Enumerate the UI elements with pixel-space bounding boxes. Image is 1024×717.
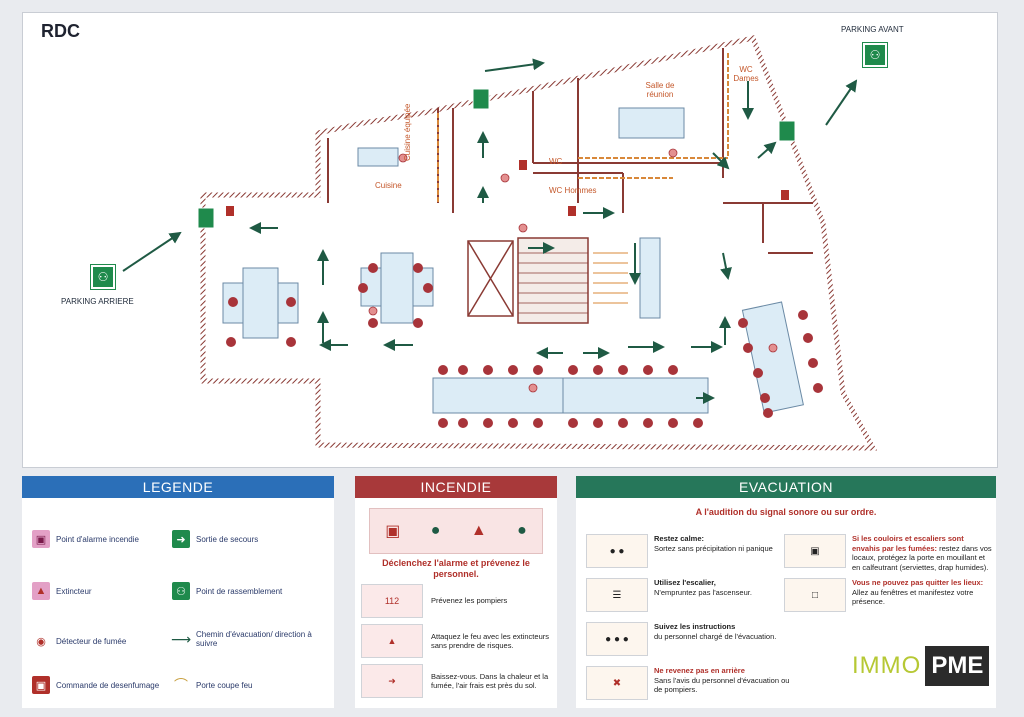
smoke-detector-icon: ◉ bbox=[36, 635, 46, 648]
stairwell bbox=[467, 237, 589, 324]
person-icon: ● bbox=[517, 522, 527, 539]
legend-item-assembly: ⚇ Point de rassemblement bbox=[172, 582, 282, 600]
parking-rear-label: PARKING ARRIERE bbox=[61, 297, 134, 306]
evacuation-title: A l'audition du signal sonore ou sur ord… bbox=[695, 507, 877, 517]
assembly-point-icon: ⚇ bbox=[172, 582, 190, 600]
smoke-detectors bbox=[368, 148, 778, 393]
fire-title: Déclenchez l'alarme et prévenez le perso… bbox=[382, 558, 530, 579]
extinguisher-action-icon: ▲ bbox=[361, 624, 423, 658]
company-logo: IMMO PME bbox=[852, 646, 990, 686]
evac-step: ▣ Si les couloirs et escaliers sont enva… bbox=[784, 534, 992, 572]
legend-item-exit: ➜ Sortie de secours bbox=[172, 530, 258, 548]
phone-icon: 112 bbox=[361, 584, 423, 618]
floor-plan-drawing bbox=[122, 35, 878, 451]
evacuation-arrow-icon: ⟶ bbox=[170, 630, 192, 647]
evac-step: ● ● Restez calme:Sortez sans précipitati… bbox=[586, 534, 794, 568]
legend-label: Commande de desenfumage bbox=[56, 680, 160, 690]
emergency-exit-icon: ➜ bbox=[172, 530, 190, 548]
legend-header: LEGENDE bbox=[22, 476, 334, 498]
legend-label: Point d'alarme incendie bbox=[56, 534, 139, 544]
fire-step: ➜ Baissez-vous. Dans la chaleur et la fu… bbox=[361, 664, 551, 698]
fire-step: 112 Prévenez les pompiers bbox=[361, 584, 551, 618]
fire-icon: ▲ bbox=[470, 522, 487, 539]
legend-item-smoke-detector: ◉ Détecteur de fumée bbox=[32, 632, 126, 650]
assembly-point-icon: ⚇ bbox=[862, 42, 888, 68]
stairs-icon: ☰ bbox=[586, 578, 648, 612]
crouch-exit-icon: ➜ bbox=[361, 664, 423, 698]
fire-step-text: Baissez-vous. Dans la chaleur et la fumé… bbox=[431, 671, 549, 691]
fire-alarm-illustration: ▣ ● ▲ ● bbox=[369, 508, 543, 554]
room-equipped-kitchen-label: Cuisine équipée bbox=[403, 103, 412, 161]
extinguishers bbox=[226, 160, 789, 216]
legend-item-fire-alarm: ▣ Point d'alarme incendie bbox=[32, 530, 139, 548]
logo-immo: IMMO bbox=[852, 652, 922, 679]
evacuation-arrows bbox=[122, 58, 858, 404]
legend-label: Chemin d'évacuation/ direction à suivre bbox=[196, 630, 312, 648]
fire-header: INCENDIE bbox=[355, 476, 557, 498]
fire-door-icon: ⌒ bbox=[174, 677, 188, 693]
legend-panel: LEGENDE ▣ Point d'alarme incendie ➜ Sort… bbox=[22, 476, 334, 708]
fire-alarm-point-icon: ▣ bbox=[32, 530, 50, 548]
fire-step-text: Attaquez le feu avec les extincteurs san… bbox=[431, 631, 549, 651]
evac-step: □ Vous ne pouvez pas quitter les lieux:A… bbox=[784, 578, 992, 612]
legend-label: Porte coupe feu bbox=[196, 680, 253, 690]
floor-plan: RDC PARKING AVANT ⚇ PARKING ARRIERE ⚇ Sa… bbox=[22, 12, 998, 468]
legend-label: Détecteur de fumée bbox=[56, 636, 127, 646]
floor-label: RDC bbox=[41, 21, 80, 41]
fire-step-text: Prévenez les pompiers bbox=[431, 596, 508, 606]
room-wc-hommes-label: WC Hommes bbox=[549, 186, 597, 195]
room-kitchen-label: Cuisine bbox=[375, 181, 402, 190]
legend-label: Point de rassemblement bbox=[196, 586, 283, 596]
room-meeting-label: Salle de réunion bbox=[645, 81, 675, 99]
fire-step: ▲ Attaquez le feu avec les extincteurs s… bbox=[361, 624, 551, 658]
evacuation-header: EVACUATION bbox=[576, 476, 996, 498]
chairs bbox=[226, 263, 823, 428]
smoke-control-icon: ▣ bbox=[32, 676, 50, 694]
room-wc-label: WC bbox=[549, 157, 563, 166]
tables bbox=[222, 107, 804, 414]
legend-item-fire-door: ⌒ Porte coupe feu bbox=[172, 676, 252, 694]
legend-item-evacuation-path: ⟶ Chemin d'évacuation/ direction à suivr… bbox=[170, 630, 322, 648]
parking-front-label: PARKING AVANT bbox=[841, 25, 904, 34]
room-wc-dames-label: WC Dames bbox=[733, 65, 759, 83]
person-icon: ● bbox=[430, 522, 441, 539]
fire-panel: INCENDIE ▣ ● ▲ ● Déclenchez l'alarme et … bbox=[355, 476, 557, 708]
legend-item-smoke-control: ▣ Commande de desenfumage bbox=[32, 676, 159, 694]
emergency-exit-signs bbox=[197, 88, 796, 229]
follow-staff-icon: ● ● ● bbox=[586, 622, 648, 656]
legend-label: Sortie de secours bbox=[196, 534, 259, 544]
smoke-room-icon: ▣ bbox=[784, 534, 846, 568]
legend-label: Extincteur bbox=[56, 586, 92, 596]
legend-item-extinguisher: ▲ Extincteur bbox=[32, 582, 92, 600]
outer-walls bbox=[200, 35, 878, 451]
no-return-icon: ✖ bbox=[586, 666, 648, 700]
evacuation-panel: EVACUATION A l'audition du signal sonore… bbox=[576, 476, 996, 708]
alarm-button-icon: ▣ bbox=[385, 523, 401, 540]
evac-step: ☰ Utilisez l'escalier,N'empruntez pas l'… bbox=[586, 578, 794, 612]
logo-pme: PME bbox=[925, 646, 990, 686]
window-signal-icon: □ bbox=[784, 578, 846, 612]
extinguisher-icon: ▲ bbox=[32, 582, 50, 600]
calm-walk-icon: ● ● bbox=[586, 534, 648, 568]
assembly-point-icon: ⚇ bbox=[90, 264, 116, 290]
